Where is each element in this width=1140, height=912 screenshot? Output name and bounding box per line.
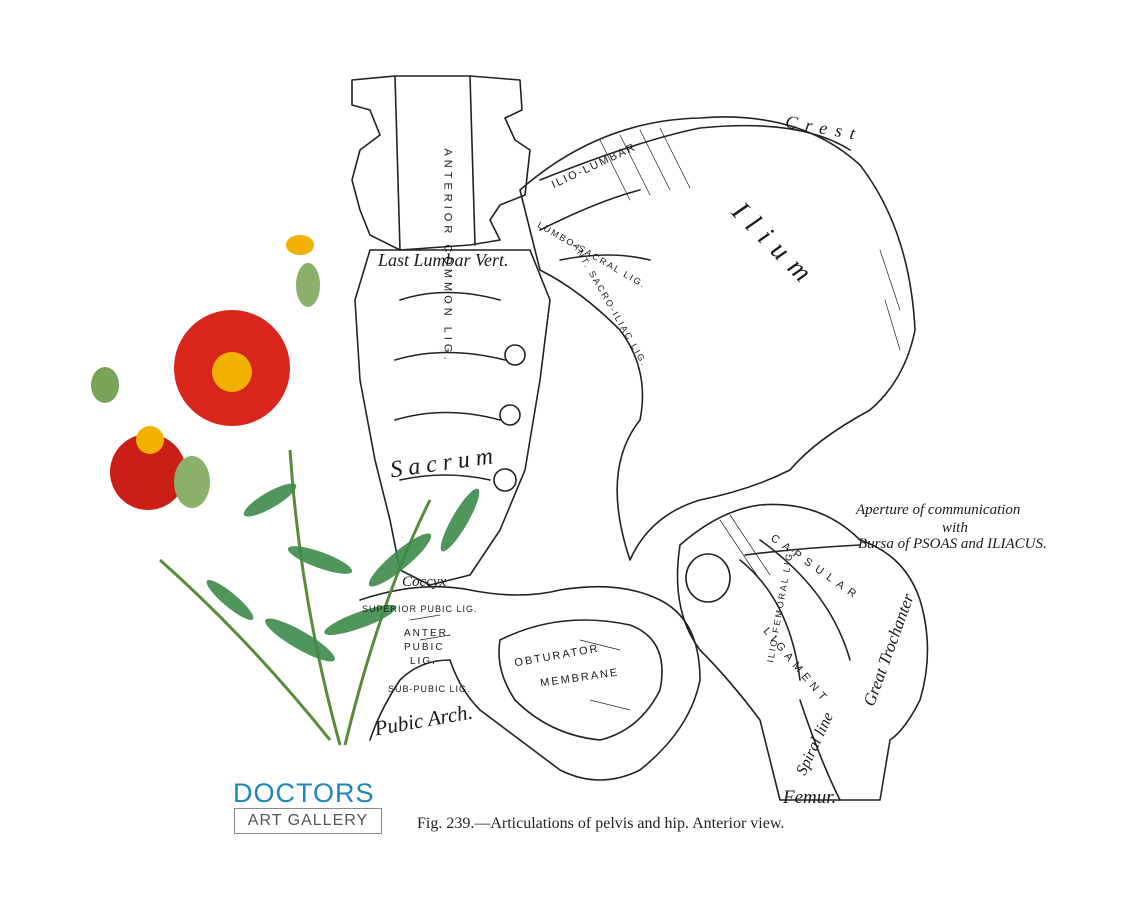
label-bursa: Bursa of PSOAS and ILIACUS.: [858, 536, 1047, 552]
logo-art-gallery: ART GALLERY: [234, 808, 382, 834]
label-aperture-1: Aperture of communication: [856, 502, 1021, 518]
label-coccyx: Coccyx: [402, 574, 447, 590]
label-last-lumbar: Last Lumbar Vert.: [378, 250, 509, 270]
obturator-foramen: [498, 619, 663, 741]
label-superior-pubic: SUPERIOR PUBIC LIG.: [362, 604, 478, 614]
logo-doctors: DOCTORS: [233, 778, 375, 808]
flower-bud: [91, 367, 119, 403]
label-femur: Femur.: [783, 787, 837, 808]
ilium-outline: [519, 116, 916, 561]
label-anterior-common: ANTERIOR COMMON LIG.: [441, 148, 454, 364]
red-flower-small: [110, 426, 186, 510]
red-flower-large: [174, 310, 290, 426]
label-sub-pubic: SUB-PUBIC LIG.: [388, 684, 471, 694]
figure-caption: Fig. 239.—Articulations of pelvis and hi…: [417, 815, 785, 832]
sacrum-outline: [354, 249, 551, 586]
label-aperture-2: with: [942, 520, 968, 536]
lumbar-vertebra: [351, 75, 531, 251]
femur-outline: [676, 503, 929, 801]
flower-bud-yellow: [286, 235, 314, 255]
pubis-outline: [359, 585, 701, 781]
marigold-flowers: [91, 235, 480, 746]
label-anter-pubic-2: PUBIC: [404, 642, 445, 653]
label-anter-pubic-3: LIG.: [410, 656, 437, 667]
label-anter-pubic-1: ANTER.: [404, 628, 453, 639]
bursa-aperture: [685, 553, 731, 603]
